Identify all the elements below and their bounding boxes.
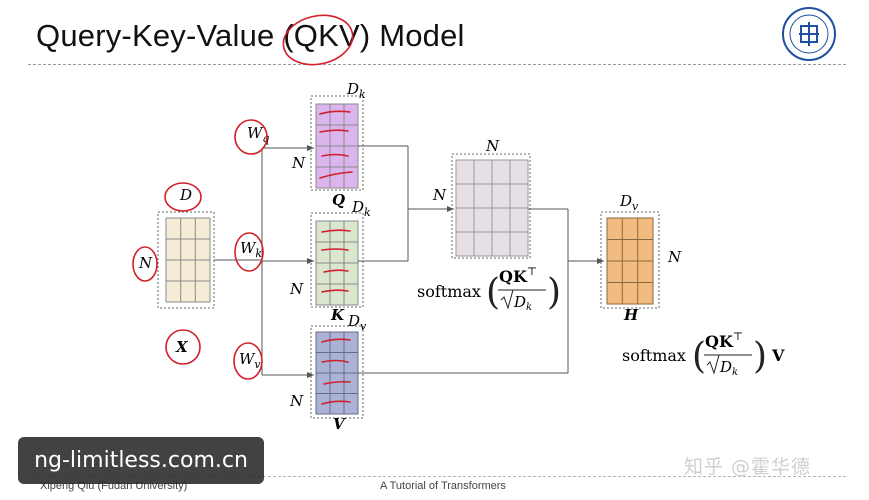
x-connector-lines bbox=[214, 145, 314, 378]
output-formula: softmax ( QK⊤ Dk ) V bbox=[622, 330, 785, 378]
v-label: V bbox=[333, 415, 346, 433]
wk-label: Wk bbox=[240, 239, 262, 260]
attention-formula-den: Dk bbox=[513, 293, 532, 313]
h-cols-label: Dv bbox=[619, 192, 639, 213]
annotation-circle-wv bbox=[233, 342, 263, 380]
output-formula-tail: V bbox=[771, 346, 785, 365]
wv-label: Wv bbox=[239, 350, 261, 371]
k-label: K bbox=[330, 306, 345, 324]
annotation-circle-wq bbox=[234, 119, 268, 155]
handwritten-annotations bbox=[132, 14, 354, 405]
annotation-strokes-k bbox=[321, 229, 351, 293]
annotation-strokes-q bbox=[319, 110, 353, 179]
sqrt-sign bbox=[500, 289, 543, 310]
q-cols-label: Dk bbox=[346, 80, 366, 101]
annotation-circle-wk bbox=[234, 232, 264, 272]
x-cols-label: D bbox=[179, 186, 192, 204]
output-sqrt-sign bbox=[706, 354, 749, 375]
attention-paren-right: ) bbox=[547, 272, 561, 313]
q-rows-label: N bbox=[291, 154, 306, 172]
q-matrix bbox=[310, 95, 364, 191]
output-formula-den: Dk bbox=[719, 358, 738, 378]
v-matrix bbox=[310, 325, 364, 419]
university-seal-logo bbox=[782, 7, 836, 61]
v-rows-label: N bbox=[289, 392, 304, 410]
h-rows-label: N bbox=[667, 248, 682, 266]
attention-formula-fn: softmax bbox=[417, 282, 481, 301]
x-matrix bbox=[157, 211, 215, 309]
k-rows-label: N bbox=[289, 280, 304, 298]
attention-matrix bbox=[451, 153, 531, 259]
output-paren-right: ) bbox=[753, 336, 767, 377]
credit-watermark: 知乎 @霍华德 bbox=[684, 456, 812, 478]
attention-formula: softmax ( QK⊤ Dk ) bbox=[417, 265, 561, 313]
x-label: X bbox=[175, 338, 189, 356]
slide-title: Query-Key-Value (QKV) Model bbox=[36, 18, 465, 53]
h-label: H bbox=[623, 306, 639, 324]
attention-cols-label: N bbox=[485, 137, 500, 155]
annotation-strokes-v bbox=[321, 338, 351, 405]
k-matrix bbox=[310, 212, 364, 308]
output-paren-left: ( bbox=[692, 336, 706, 377]
annotation-circle-x bbox=[165, 329, 201, 365]
wq-label: Wq bbox=[247, 124, 269, 145]
x-rows-label: N bbox=[138, 254, 153, 272]
annotation-circle-d bbox=[164, 182, 202, 212]
annotation-circle-n bbox=[132, 246, 158, 282]
attention-formula-num: QK⊤ bbox=[499, 265, 537, 286]
watermark-banner: ng-limitless.com.cn bbox=[18, 437, 264, 484]
output-formula-fn: softmax bbox=[622, 346, 686, 365]
output-formula-num: QK⊤ bbox=[705, 330, 743, 351]
h-matrix bbox=[600, 211, 660, 309]
footer-separator bbox=[28, 476, 846, 477]
title-separator bbox=[28, 64, 846, 65]
attention-paren-left: ( bbox=[486, 272, 500, 313]
q-label: Q bbox=[332, 191, 345, 209]
attention-rows-label: N bbox=[432, 186, 447, 204]
k-cols-label: Dk bbox=[351, 198, 371, 219]
attention-connector-lines bbox=[358, 145, 604, 374]
annotation-circle-qkv bbox=[282, 14, 354, 66]
footer-talk-title: A Tutorial of Transformers bbox=[380, 480, 506, 492]
v-cols-label: Dv bbox=[347, 312, 367, 333]
